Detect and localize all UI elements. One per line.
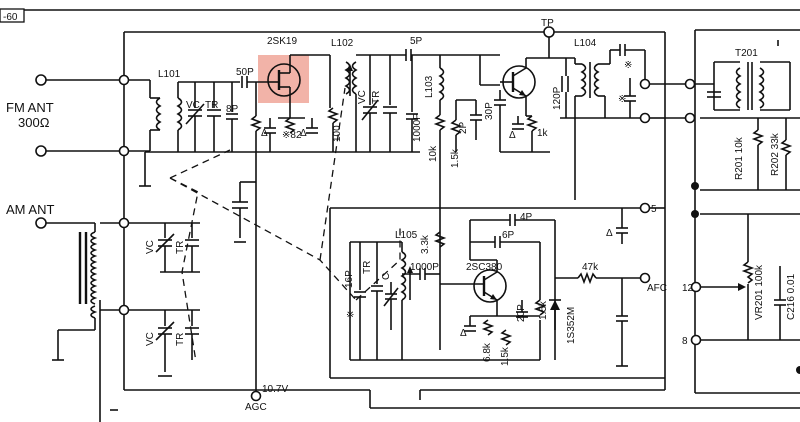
- fet-label: 2SK19: [267, 36, 297, 47]
- am-bar-antenna: [90, 231, 98, 305]
- afc-transistor: [473, 269, 507, 303]
- svg-text:TR: TR: [175, 333, 186, 346]
- fm-ant-terminal-1: [35, 74, 47, 86]
- am-ant-terminal: [35, 217, 47, 229]
- svg-text:20P: 20P: [516, 304, 527, 322]
- svg-text:6P: 6P: [502, 230, 515, 241]
- svg-text:L103: L103: [424, 75, 435, 98]
- svg-text:10.7V: 10.7V: [262, 384, 288, 395]
- page-ref: -60: [3, 12, 18, 23]
- svg-text:47k: 47k: [582, 262, 599, 273]
- svg-text:6.8k: 6.8k: [482, 342, 493, 362]
- svg-text:R202 33k: R202 33k: [770, 132, 781, 176]
- svg-text:1.5k: 1.5k: [450, 148, 461, 168]
- svg-text:1.5k: 1.5k: [538, 300, 549, 320]
- svg-text:100: 100: [332, 125, 343, 142]
- svg-text:Δ: Δ: [509, 130, 516, 141]
- svg-text:8: 8: [682, 336, 688, 347]
- svg-text:Δ: Δ: [606, 228, 613, 239]
- svg-text:2SC380: 2SC380: [466, 262, 503, 273]
- svg-text:TR: TR: [362, 261, 373, 274]
- fm-ant-terminal-2: [35, 145, 47, 157]
- svg-text:1000P: 1000P: [410, 262, 439, 273]
- svg-text:5P: 5P: [410, 36, 423, 47]
- tp-label: TP: [541, 18, 554, 29]
- svg-text:C: C: [381, 273, 392, 280]
- svg-text:VR201 100k: VR201 100k: [754, 264, 765, 320]
- fm-ant-label: FM ANT: [6, 100, 54, 115]
- svg-text:30P: 30P: [484, 102, 495, 120]
- svg-text:L104: L104: [574, 38, 597, 49]
- svg-text:1S352M: 1S352M: [566, 307, 577, 344]
- svg-text:VC: VC: [145, 240, 156, 254]
- svg-text:5: 5: [651, 204, 657, 215]
- svg-text:R201 10k: R201 10k: [734, 136, 745, 180]
- svg-text:※: ※: [346, 310, 354, 321]
- svg-text:TR: TR: [205, 100, 218, 111]
- svg-text:L102: L102: [331, 38, 354, 49]
- svg-text:VC: VC: [357, 90, 368, 104]
- svg-text:VC: VC: [145, 332, 156, 346]
- svg-text:16P: 16P: [344, 270, 355, 288]
- svg-text:1k: 1k: [537, 128, 549, 139]
- svg-text:2P: 2P: [458, 121, 469, 134]
- svg-text:50P: 50P: [236, 67, 254, 78]
- svg-text:12: 12: [682, 283, 694, 294]
- svg-text:TR: TR: [371, 91, 382, 104]
- svg-text:4P: 4P: [520, 212, 533, 223]
- svg-text:Δ: Δ: [460, 328, 467, 339]
- fet-symbol: [267, 63, 301, 97]
- svg-text:3.3k: 3.3k: [420, 234, 431, 254]
- svg-text:1000P: 1000P: [412, 113, 423, 142]
- varicap-diode: [550, 300, 560, 310]
- am-ant-label: AM ANT: [6, 202, 54, 217]
- svg-text:10k: 10k: [428, 145, 439, 162]
- tp-terminal: [543, 26, 555, 38]
- svg-text:L105: L105: [395, 230, 418, 241]
- svg-text:C216 0.01: C216 0.01: [786, 273, 797, 320]
- svg-text:※: ※: [618, 94, 626, 105]
- gang-linkage: [169, 87, 401, 363]
- page-ref-box: [0, 8, 25, 23]
- afc-label: AFC: [647, 283, 667, 294]
- svg-text:TR: TR: [175, 241, 186, 254]
- agc-label: AGC: [245, 402, 267, 413]
- svg-text:Δ: Δ: [300, 128, 307, 139]
- l101-label: L101: [158, 69, 181, 80]
- l101-coil: [155, 97, 162, 131]
- svg-text:T201: T201: [735, 48, 758, 59]
- svg-text:※: ※: [624, 60, 632, 71]
- svg-text:120P: 120P: [552, 86, 563, 110]
- svg-text:1.5k: 1.5k: [500, 346, 511, 366]
- svg-text:※82: ※82: [282, 130, 302, 141]
- svg-text:VC: VC: [186, 100, 200, 111]
- fm-ohms-label: 300Ω: [18, 115, 50, 130]
